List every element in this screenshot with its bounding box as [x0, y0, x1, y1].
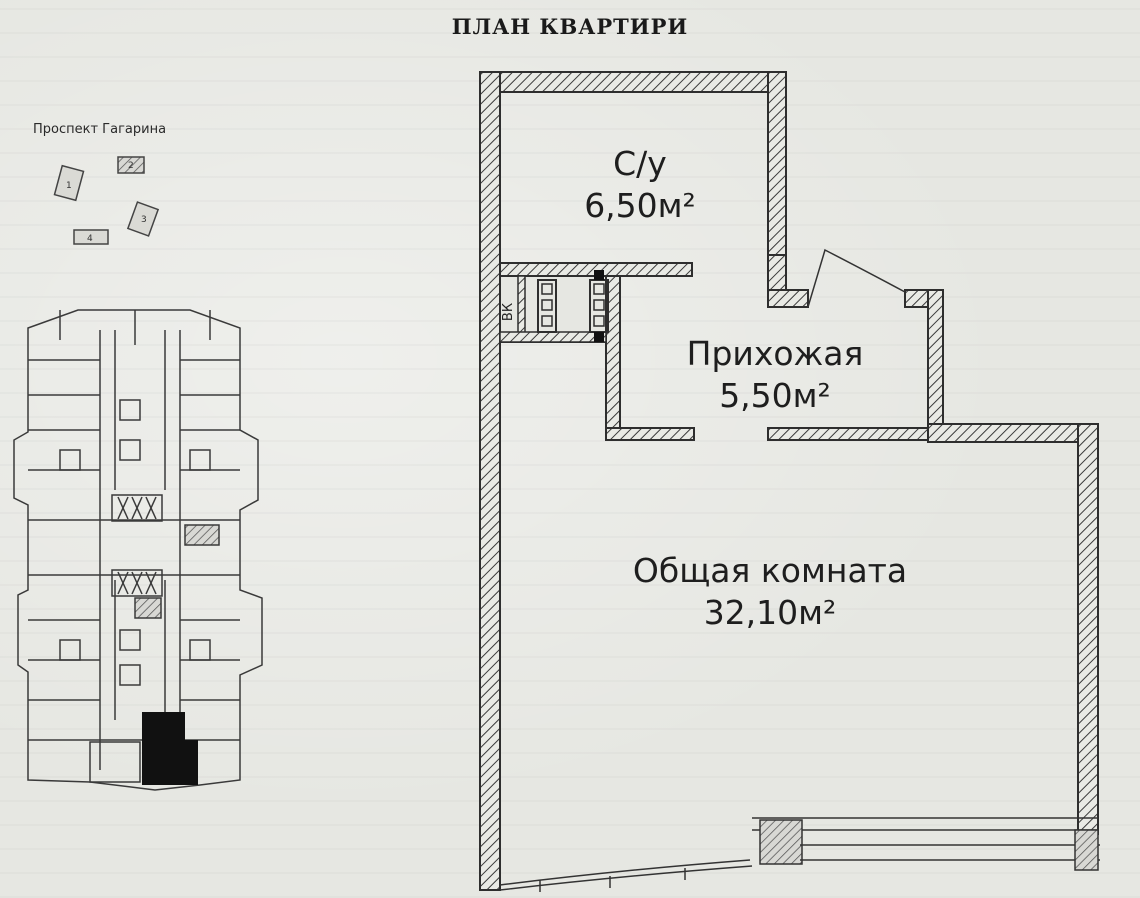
room-living-area: 32,10м² — [703, 593, 837, 632]
room-living: Общая комната 32,10м² — [580, 550, 960, 634]
building-number-3: 3 — [141, 215, 147, 225]
site-plan — [53, 156, 160, 245]
floor-key-plan — [13, 309, 263, 791]
ventilation-shaft — [499, 270, 609, 343]
room-hallway: Прихожая 5,50м² — [640, 333, 910, 417]
room-hallway-name: Прихожая — [686, 334, 864, 373]
street-label: Проспект Гагарина — [33, 122, 167, 137]
building-number-4: 4 — [87, 234, 93, 244]
entrance-door-swing — [807, 248, 906, 308]
building-number-1: 1 — [66, 181, 72, 191]
building-number-2: 2 — [128, 161, 134, 171]
highlighted-apartment — [142, 712, 198, 785]
apartment-walls — [479, 71, 1099, 891]
shaft-label: ВК — [501, 303, 516, 321]
balcony-window — [499, 817, 1100, 892]
page-title: ПЛАН КВАРТИРИ — [451, 14, 689, 39]
room-bathroom-area: 6,50м² — [584, 186, 696, 225]
room-living-name: Общая комната — [632, 551, 908, 590]
room-bathroom-name: С/у — [613, 144, 667, 183]
room-bathroom: С/у 6,50м² — [540, 143, 740, 227]
room-hallway-area: 5,50м² — [719, 376, 831, 415]
